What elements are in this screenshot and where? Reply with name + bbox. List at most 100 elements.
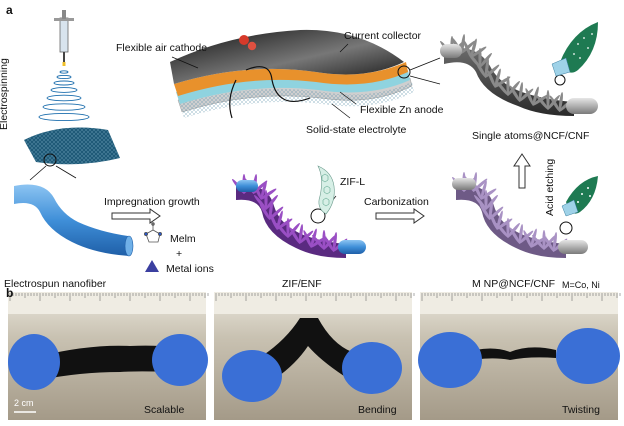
syringe-illustration <box>54 10 74 66</box>
nanosheet <box>506 76 510 96</box>
caption-bending: Bending <box>358 404 397 416</box>
nanosheet <box>332 232 337 252</box>
nanosheet <box>518 82 523 102</box>
circuit-wire <box>229 66 311 119</box>
flexible-air-cathode-label: Flexible air cathode <box>116 42 208 54</box>
nanosheet <box>509 85 521 102</box>
nanosheet <box>479 203 491 220</box>
nanosheet <box>475 61 487 78</box>
mnp-end-cap-left <box>452 178 476 190</box>
nanosheet <box>484 190 488 210</box>
nanosheet <box>536 94 549 110</box>
metal-ion-icon <box>145 260 159 272</box>
caption-twisting: Twisting <box>562 404 600 416</box>
leader-lines <box>171 43 357 119</box>
nanosheet <box>474 194 487 210</box>
electrospun-nanofiber-tube <box>14 184 134 257</box>
melm-label: Melm <box>170 233 196 245</box>
nanosheet <box>546 90 550 110</box>
electrospun-nanofiber-label: Electrospun nanofiber <box>4 278 107 290</box>
electrospinning-jet <box>38 70 90 122</box>
nanosheet <box>518 88 534 102</box>
nanosheet <box>460 34 465 54</box>
nanosheet <box>264 190 268 210</box>
mnp-leaf-inset <box>561 176 598 217</box>
oxygen-molecule-icon <box>239 35 257 51</box>
mnp-nanosheets <box>452 172 568 252</box>
impregnation-growth-label: Impregnation growth <box>104 196 200 208</box>
electrospinning-label: Electrospinning <box>0 58 10 130</box>
metal-ions-label: Metal ions <box>166 263 214 275</box>
nanosheet <box>470 46 487 58</box>
nanosheet <box>260 188 277 200</box>
nanosheet <box>494 68 501 88</box>
zif-enf-brush <box>236 185 346 258</box>
nanosheet <box>542 230 546 250</box>
nanosheet <box>496 80 509 96</box>
nanosheet <box>463 40 472 58</box>
metal-definition-label: M=Co, Ni <box>562 280 600 290</box>
carbonization-arrow <box>375 208 425 224</box>
single-atoms-nanosheets <box>440 34 574 112</box>
nanosheet <box>286 218 290 238</box>
m-np-label: M NP@NCF/CNF <box>472 278 555 290</box>
nanosheet <box>479 52 492 68</box>
nanosheet <box>507 222 520 238</box>
nanosheet <box>525 88 534 106</box>
sa-end-cap-left <box>440 44 462 58</box>
nanosheet <box>523 230 532 248</box>
nanosheet <box>532 234 545 250</box>
zoom-circle-mat <box>43 153 57 167</box>
zif-enf-label: ZIF/ENF <box>282 278 322 290</box>
ruler-bending <box>215 293 415 301</box>
nanosheet <box>543 235 555 252</box>
nanosheet <box>496 222 509 238</box>
nanosheet <box>509 227 521 244</box>
nanosheet <box>287 222 300 238</box>
nanosheet <box>276 222 289 238</box>
nanosheet <box>532 86 539 106</box>
acid-etching-arrow <box>513 153 531 189</box>
nanosheet <box>323 235 335 252</box>
battery-layers <box>170 29 414 118</box>
nanosheet <box>303 230 312 248</box>
sa-end-cap-right <box>566 98 598 114</box>
nanosheet <box>487 70 496 88</box>
mnp-end-cap-right <box>558 240 588 254</box>
nanosheet <box>507 80 520 96</box>
ruler-scalable <box>9 293 209 301</box>
nanosheet <box>484 58 489 78</box>
nanosheet <box>260 180 267 200</box>
nanosheet <box>480 188 497 200</box>
nanosheet <box>312 234 325 250</box>
nanosheet <box>558 92 563 112</box>
zif-l-label: ZIF-L <box>340 176 366 188</box>
nanosheet <box>470 38 477 58</box>
zoom-circle-battery <box>397 65 411 79</box>
zif-enf-end-cap-left <box>236 180 258 192</box>
solid-state-electrolyte-label: Solid-state electrolyte <box>306 124 407 136</box>
melm-molecule <box>143 222 162 243</box>
nanosheet <box>322 230 326 250</box>
nanosheet <box>506 218 510 238</box>
nanosheet <box>289 227 301 244</box>
nanosheet <box>478 48 482 68</box>
zoom-circle-zif <box>310 208 326 224</box>
nanosheet <box>298 224 303 244</box>
sa-leaf-inset <box>551 22 598 77</box>
nanosheet <box>480 180 487 200</box>
acid-etching-label: Acid etching <box>544 158 556 216</box>
photo-twisting <box>418 292 621 420</box>
photo-bending <box>214 292 415 420</box>
nanosheet <box>549 95 561 112</box>
panel-label-b: b <box>6 286 14 300</box>
carbonization-label: Carbonization <box>364 196 429 208</box>
nanosheet <box>489 212 498 230</box>
zoom-circle-sa <box>554 74 566 86</box>
nanosheet <box>473 182 482 200</box>
caption-scalable: Scalable <box>144 404 185 416</box>
panel-label-a: a <box>6 3 13 17</box>
single-atoms-label: Single atoms@NCF/CNF <box>472 130 590 142</box>
nanosheet <box>518 224 523 244</box>
nanosheet <box>269 212 278 230</box>
